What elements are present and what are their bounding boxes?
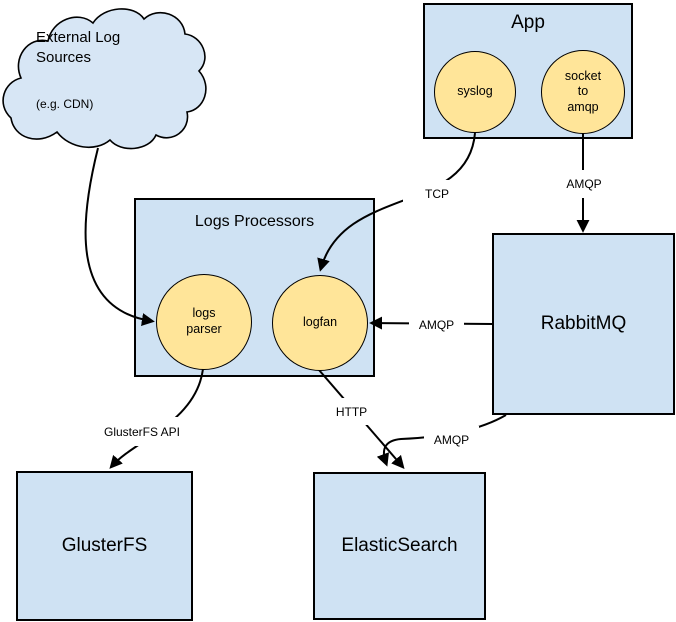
amqp-logfan-label-text: AMQP <box>418 318 455 332</box>
external-log-sources-subtitle: (e.g. CDN) <box>36 97 94 111</box>
edge-label-amqp-app-rabbitmq: AMQP <box>556 170 612 198</box>
edge-label-amqp-rabbitmq-elasticsearch: AMQP <box>424 426 479 454</box>
edge-label-amqp-rabbitmq-logfan: AMQP <box>409 312 464 338</box>
amqp-es-label-text: AMQP <box>433 433 470 447</box>
edge-label-http: HTTP <box>325 398 378 425</box>
http-label-text: HTTP <box>335 404 368 419</box>
logs-parser-node: logs parser <box>156 274 252 370</box>
logfan-node: logfan <box>272 275 368 371</box>
tcp-label-text: TCP <box>425 187 449 201</box>
rabbitmq-title: RabbitMQ <box>540 313 627 334</box>
elasticsearch-node: ElasticSearch <box>313 472 486 620</box>
logs-parser-label: logs parser <box>186 306 222 336</box>
elasticsearch-title: ElasticSearch <box>341 535 458 556</box>
rabbitmq-node: RabbitMQ <box>492 233 675 415</box>
glusterfs-title: GlusterFS <box>61 535 148 556</box>
amqp-app-label-text: AMQP <box>566 177 602 191</box>
glusterfs-node: GlusterFS <box>16 471 193 621</box>
app-title: App <box>511 12 545 33</box>
edge-label-glusterfs-api: GlusterFS API <box>97 417 187 446</box>
logfan-label: logfan <box>302 315 338 330</box>
syslog-node: syslog <box>434 51 516 133</box>
glusterfs-api-label-text: GlusterFS API <box>103 424 181 439</box>
edge-label-tcp: TCP <box>403 180 471 208</box>
external-log-sources-node: External Log Sources <box>36 28 176 67</box>
syslog-label: syslog <box>457 84 493 99</box>
socket-to-amqp-node: socket to amqp <box>541 50 625 134</box>
logs-processors-title: Logs Processors <box>194 213 315 230</box>
socket-to-amqp-label: socket to amqp <box>564 68 602 114</box>
external-log-sources-title: External Log Sources <box>36 29 121 66</box>
